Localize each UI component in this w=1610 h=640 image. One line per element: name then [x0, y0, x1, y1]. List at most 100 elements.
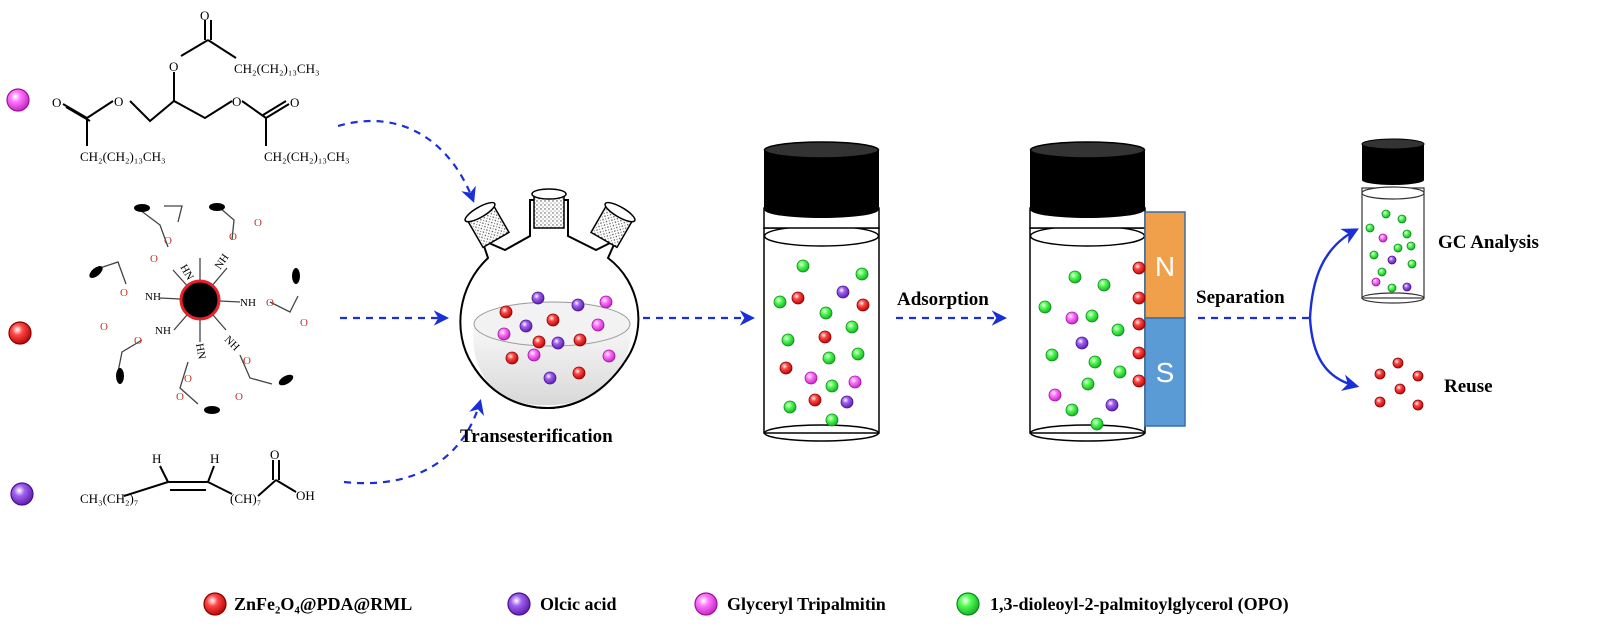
sphere-icon [1393, 243, 1403, 253]
sphere-icon [1113, 365, 1127, 379]
sphere-icon [571, 298, 585, 312]
step-gc-analysis-label: GC Analysis [1438, 232, 1539, 253]
oleic-acid-structure [123, 460, 297, 497]
particle [1038, 300, 1052, 314]
particle [499, 305, 513, 319]
particle [1132, 374, 1146, 388]
sphere-icon [1387, 283, 1397, 293]
sphere-icon [1392, 357, 1404, 369]
particle [1068, 270, 1082, 284]
sphere-icon [825, 379, 839, 393]
sphere-icon [1402, 229, 1412, 239]
catalyst-o-label: O [100, 321, 108, 333]
reactant-catalyst-sphere [8, 321, 32, 345]
particle [1048, 388, 1062, 402]
sphere-icon [1371, 277, 1381, 287]
particle [781, 333, 795, 347]
particle [543, 371, 557, 385]
sphere-icon [1088, 355, 1102, 369]
branch-arrows [1308, 228, 1360, 391]
particle [599, 295, 613, 309]
catalyst-o-label: O [164, 235, 172, 247]
sphere-icon [572, 366, 586, 380]
particle [822, 351, 836, 365]
arrow-tripalmitin-to-flask [337, 119, 476, 203]
sphere-icon [591, 318, 605, 332]
legend-swatch-red [203, 592, 227, 616]
sphere-icon [1378, 233, 1388, 243]
sphere-icon [10, 482, 34, 506]
sphere-icon [1045, 348, 1059, 362]
particle [1402, 282, 1412, 292]
particle [1377, 267, 1387, 277]
oleic-o-label: O [270, 447, 279, 462]
particle [1406, 241, 1416, 251]
particle [1393, 243, 1403, 253]
catalyst-o-label: O [254, 217, 262, 229]
sphere-icon [507, 592, 531, 616]
sphere-icon [781, 333, 795, 347]
particle [1088, 355, 1102, 369]
sphere-icon [1406, 241, 1416, 251]
particle [1097, 278, 1111, 292]
particle [531, 291, 545, 305]
catalyst-nh-label: NH [145, 291, 161, 303]
tripalmitin-chain-right: CH₂(CH₂)₁₃CH₃ [264, 149, 350, 164]
sphere-icon [856, 298, 870, 312]
catalyst-nh-label: NH [240, 297, 256, 309]
particle [1132, 317, 1146, 331]
particle [783, 400, 797, 414]
particle [497, 327, 511, 341]
particle [1412, 370, 1424, 382]
particle [851, 347, 865, 361]
sphere-icon [855, 267, 869, 281]
legend-label: ZnFe₂O₄@PDA@RML [234, 594, 412, 614]
particle [825, 379, 839, 393]
catalyst-nh-label: NH [213, 252, 232, 272]
particle [1081, 377, 1095, 391]
oleic-h-label: H [210, 451, 219, 466]
sphere-icon [6, 88, 30, 112]
sphere-icon [825, 413, 839, 427]
catalyst-nh-label: NH [155, 325, 171, 337]
sphere-icon [779, 361, 793, 375]
sphere-icon [956, 592, 980, 616]
sphere-icon [1407, 259, 1417, 269]
particle [804, 371, 818, 385]
particle [779, 361, 793, 375]
catalyst-o-label: O [266, 297, 274, 309]
sphere-icon [791, 291, 805, 305]
oleic-chain-left: CH₃(CH₂)₇ [80, 491, 138, 506]
particle [1045, 348, 1059, 362]
vial-cap [1030, 150, 1145, 210]
particle [532, 335, 546, 349]
particle [1369, 250, 1379, 260]
catalyst-structure [89, 203, 300, 414]
step-separation-label: Separation [1196, 287, 1285, 308]
sphere-icon [1038, 300, 1052, 314]
particle [848, 375, 862, 389]
sphere-icon [1085, 309, 1099, 323]
legend: ZnFe₂O₄@PDA@RML Olcic acid Glyceryl Trip… [203, 592, 1289, 616]
sphere-icon [783, 400, 797, 414]
sphere-icon [818, 330, 832, 344]
catalyst-o-label: O [300, 317, 308, 329]
sphere-icon [1374, 396, 1386, 408]
sphere-icon [1397, 214, 1407, 224]
particle [855, 267, 869, 281]
sphere-icon [1097, 278, 1111, 292]
particle [573, 333, 587, 347]
sphere-icon [1412, 399, 1424, 411]
sphere-icon [1377, 267, 1387, 277]
oleic-oh-label: OH [296, 488, 315, 503]
legend-swatch-green [956, 592, 980, 616]
vial-2-particles [1038, 261, 1146, 431]
sphere-icon [527, 348, 541, 362]
sphere-icon [602, 349, 616, 363]
particle [1378, 233, 1388, 243]
particle [1371, 277, 1381, 287]
tripalmitin-o-label: O [169, 59, 178, 74]
tripalmitin-o-label: O [52, 95, 61, 110]
step-transesterification-label: Transesterification [460, 426, 613, 447]
